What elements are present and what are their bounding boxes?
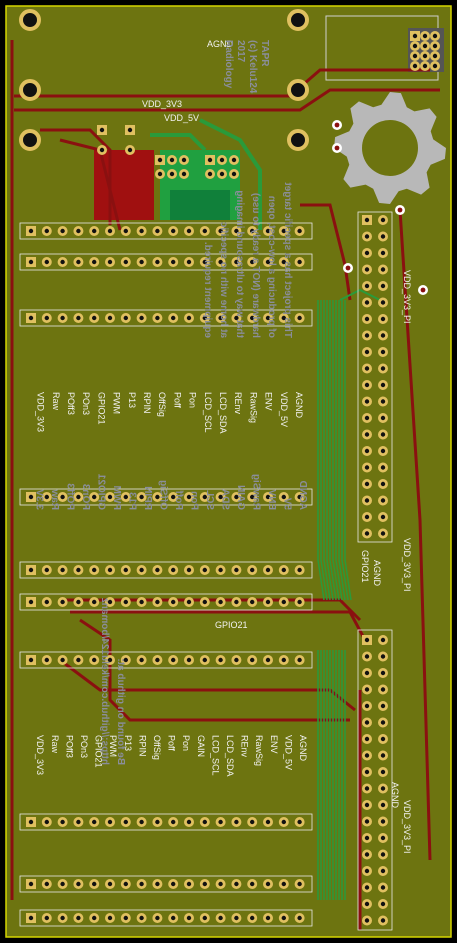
pin-label-upper-11: P13	[127, 392, 137, 408]
pin-label-mirror-12: PWM	[111, 486, 122, 510]
vdd-3v3-top-label: VDD_3V3	[142, 99, 182, 109]
pin-label-mirror-15: POff3	[65, 483, 76, 510]
pin-label-upper-7: Pon	[188, 392, 198, 408]
pin-label-upper-12: PWM	[112, 392, 122, 414]
pin-labels-upper: AGND VDD_5V ENV RawSig REnv LCD_SDA LCD_SCL Pon…	[36, 392, 304, 434]
pin-label-upper-0: AGND	[294, 392, 304, 419]
mirror-text-line-2: hardware (NOT a ready to use)	[250, 193, 261, 338]
pin-label-lower-4: REnv	[240, 735, 250, 758]
mirror-text-line-1: of producing a low-cost, open	[266, 196, 277, 338]
pin-label-upper-10: RPIN	[142, 392, 152, 414]
pin-label-upper-4: REnv	[233, 392, 243, 415]
mirror-url-line-1: https://github.com/kelu124/bomanz	[99, 598, 110, 765]
pin-label-mirror-10: RPIN	[142, 486, 153, 510]
board-outline	[5, 5, 452, 938]
pin-label-upper-2: ENV	[264, 392, 274, 411]
pin-label-mirror-4: GAIN	[235, 485, 246, 510]
pin-label-mirror-13: GPIO21	[96, 473, 107, 510]
pin-label-mirror-1: 5V	[282, 497, 293, 510]
pin-label-upper-1: VDD_5V	[279, 392, 289, 427]
pin-label-lower-10: OffSig	[152, 735, 162, 760]
pin-label-lower-16: POff3	[64, 735, 74, 758]
agnd-right-label: AGND	[372, 560, 382, 587]
mounting-pads	[19, 9, 440, 295]
pin-label-mirror-8: Poff	[173, 490, 184, 510]
pin-label-mirror-16: Raw	[49, 489, 60, 510]
vdd-3v3-pi-label-3: VDD_3V3_PI	[402, 800, 412, 854]
svg-text:Radiology: Radiology	[223, 40, 234, 89]
pin-label-mirror-14: POn3	[80, 483, 91, 510]
gpio21-mid-label: GPIO21	[215, 620, 248, 630]
pin-label-mirror-7: Pon	[189, 491, 200, 510]
pin-label-mirror-6: SCL	[204, 490, 215, 510]
pin-label-lower-8: Pon	[181, 735, 191, 751]
pin-label-upper-15: POff3	[66, 392, 76, 415]
mirror-url-text: Be found on github at: https://github.com…	[99, 598, 126, 765]
pin-label-lower-6: LCD_SCL	[210, 735, 220, 776]
pin-label-lower-2: ENV	[269, 735, 279, 754]
pin-label-upper-8: Poff	[172, 392, 182, 408]
mirror-project-description: This project has a specific target of pro…	[202, 182, 293, 338]
svg-text:2017: 2017	[235, 40, 246, 63]
gpio21-right-label: GPIO21	[360, 550, 370, 583]
pin-label-lower-11: RPIN	[137, 735, 147, 757]
pin-label-upper-13: GPIO21	[96, 392, 106, 425]
pin-label-upper-3: RawSig	[248, 392, 258, 423]
mirror-url-line-0: Be found on github at:	[115, 658, 126, 765]
pin-label-lower-15: POn3	[79, 735, 89, 758]
pin-label-upper-9: OffSig	[157, 392, 167, 417]
title-block: TAPR (c) Kelu124 2017 Radiology	[223, 40, 270, 94]
pin-labels-mirror: AGND 5V ENV RawSig GAIN SDA SCL Pon Poff OffSig RP…	[34, 473, 309, 510]
pin-label-upper-17: VDD_3V3	[36, 392, 46, 432]
mirror-text-line-0: This project has a specific target	[282, 182, 293, 338]
svg-text:TAPR: TAPR	[259, 40, 270, 67]
pin-label-lower-18: VDD_3V3	[35, 735, 45, 775]
pin-label-mirror-3: RawSig	[251, 474, 262, 510]
vdd-3v3-pi-label-2: VDD_3V3_PI	[402, 538, 412, 592]
agnd-top-label: AGND	[207, 39, 234, 49]
pin-label-lower-12: P13	[123, 735, 133, 751]
pin-label-upper-5: LCD_SDA	[218, 392, 228, 434]
pin-label-mirror-2: ENV	[266, 489, 277, 510]
pin-label-upper-14: POn3	[81, 392, 91, 415]
agnd-right-label-2: AGND	[390, 782, 400, 809]
pin-label-lower-14: GPIO21	[94, 735, 104, 768]
mirror-text-line-4: at home with no specific	[218, 221, 229, 338]
pin-label-mirror-17: 3.3V	[34, 489, 45, 510]
pin-label-lower-1: VDD_5V	[283, 735, 293, 770]
header-rows	[19, 222, 313, 927]
pin-label-lower-13: PWM	[108, 735, 118, 757]
pin-label-upper-16: Raw	[51, 392, 61, 411]
pin-label-lower-5: LCD_SDA	[225, 735, 235, 777]
mirror-text-line-3: that way to ultrasound imaging	[234, 190, 245, 338]
pi-connector-columns	[357, 211, 393, 931]
vdd-5v-top-label: VDD_5V	[164, 113, 199, 123]
pin-label-lower-17: Raw	[50, 735, 60, 754]
oshw-gear-logo	[334, 92, 446, 204]
svg-text:(c) Kelu124: (c) Kelu124	[247, 40, 258, 94]
pin-label-mirror-0: AGND	[297, 481, 308, 510]
mirror-text-line-5: equipment required.	[202, 242, 213, 338]
pin-label-lower-3: RawSig	[254, 735, 264, 766]
pin-label-upper-6: LCD_SCL	[203, 392, 213, 433]
pin-label-lower-0: AGND	[298, 735, 308, 762]
pin-label-mirror-11: P13	[127, 492, 138, 510]
pin-label-mirror-5: SDA	[220, 489, 231, 510]
back-traces	[150, 118, 381, 900]
pin-label-lower-9: Poff	[167, 735, 177, 751]
vdd-3v3-pi-label-1: VDD_3V3_PI	[402, 270, 412, 324]
pin-label-mirror-9: OffSig	[158, 480, 169, 510]
pin-labels-lower: AGND VDD_5V ENV RawSig REnv LCD_SDA LCD_SCL GAI…	[35, 735, 308, 777]
power-zone-inner	[170, 190, 230, 220]
pin-label-lower-7: GAIN	[196, 735, 206, 757]
